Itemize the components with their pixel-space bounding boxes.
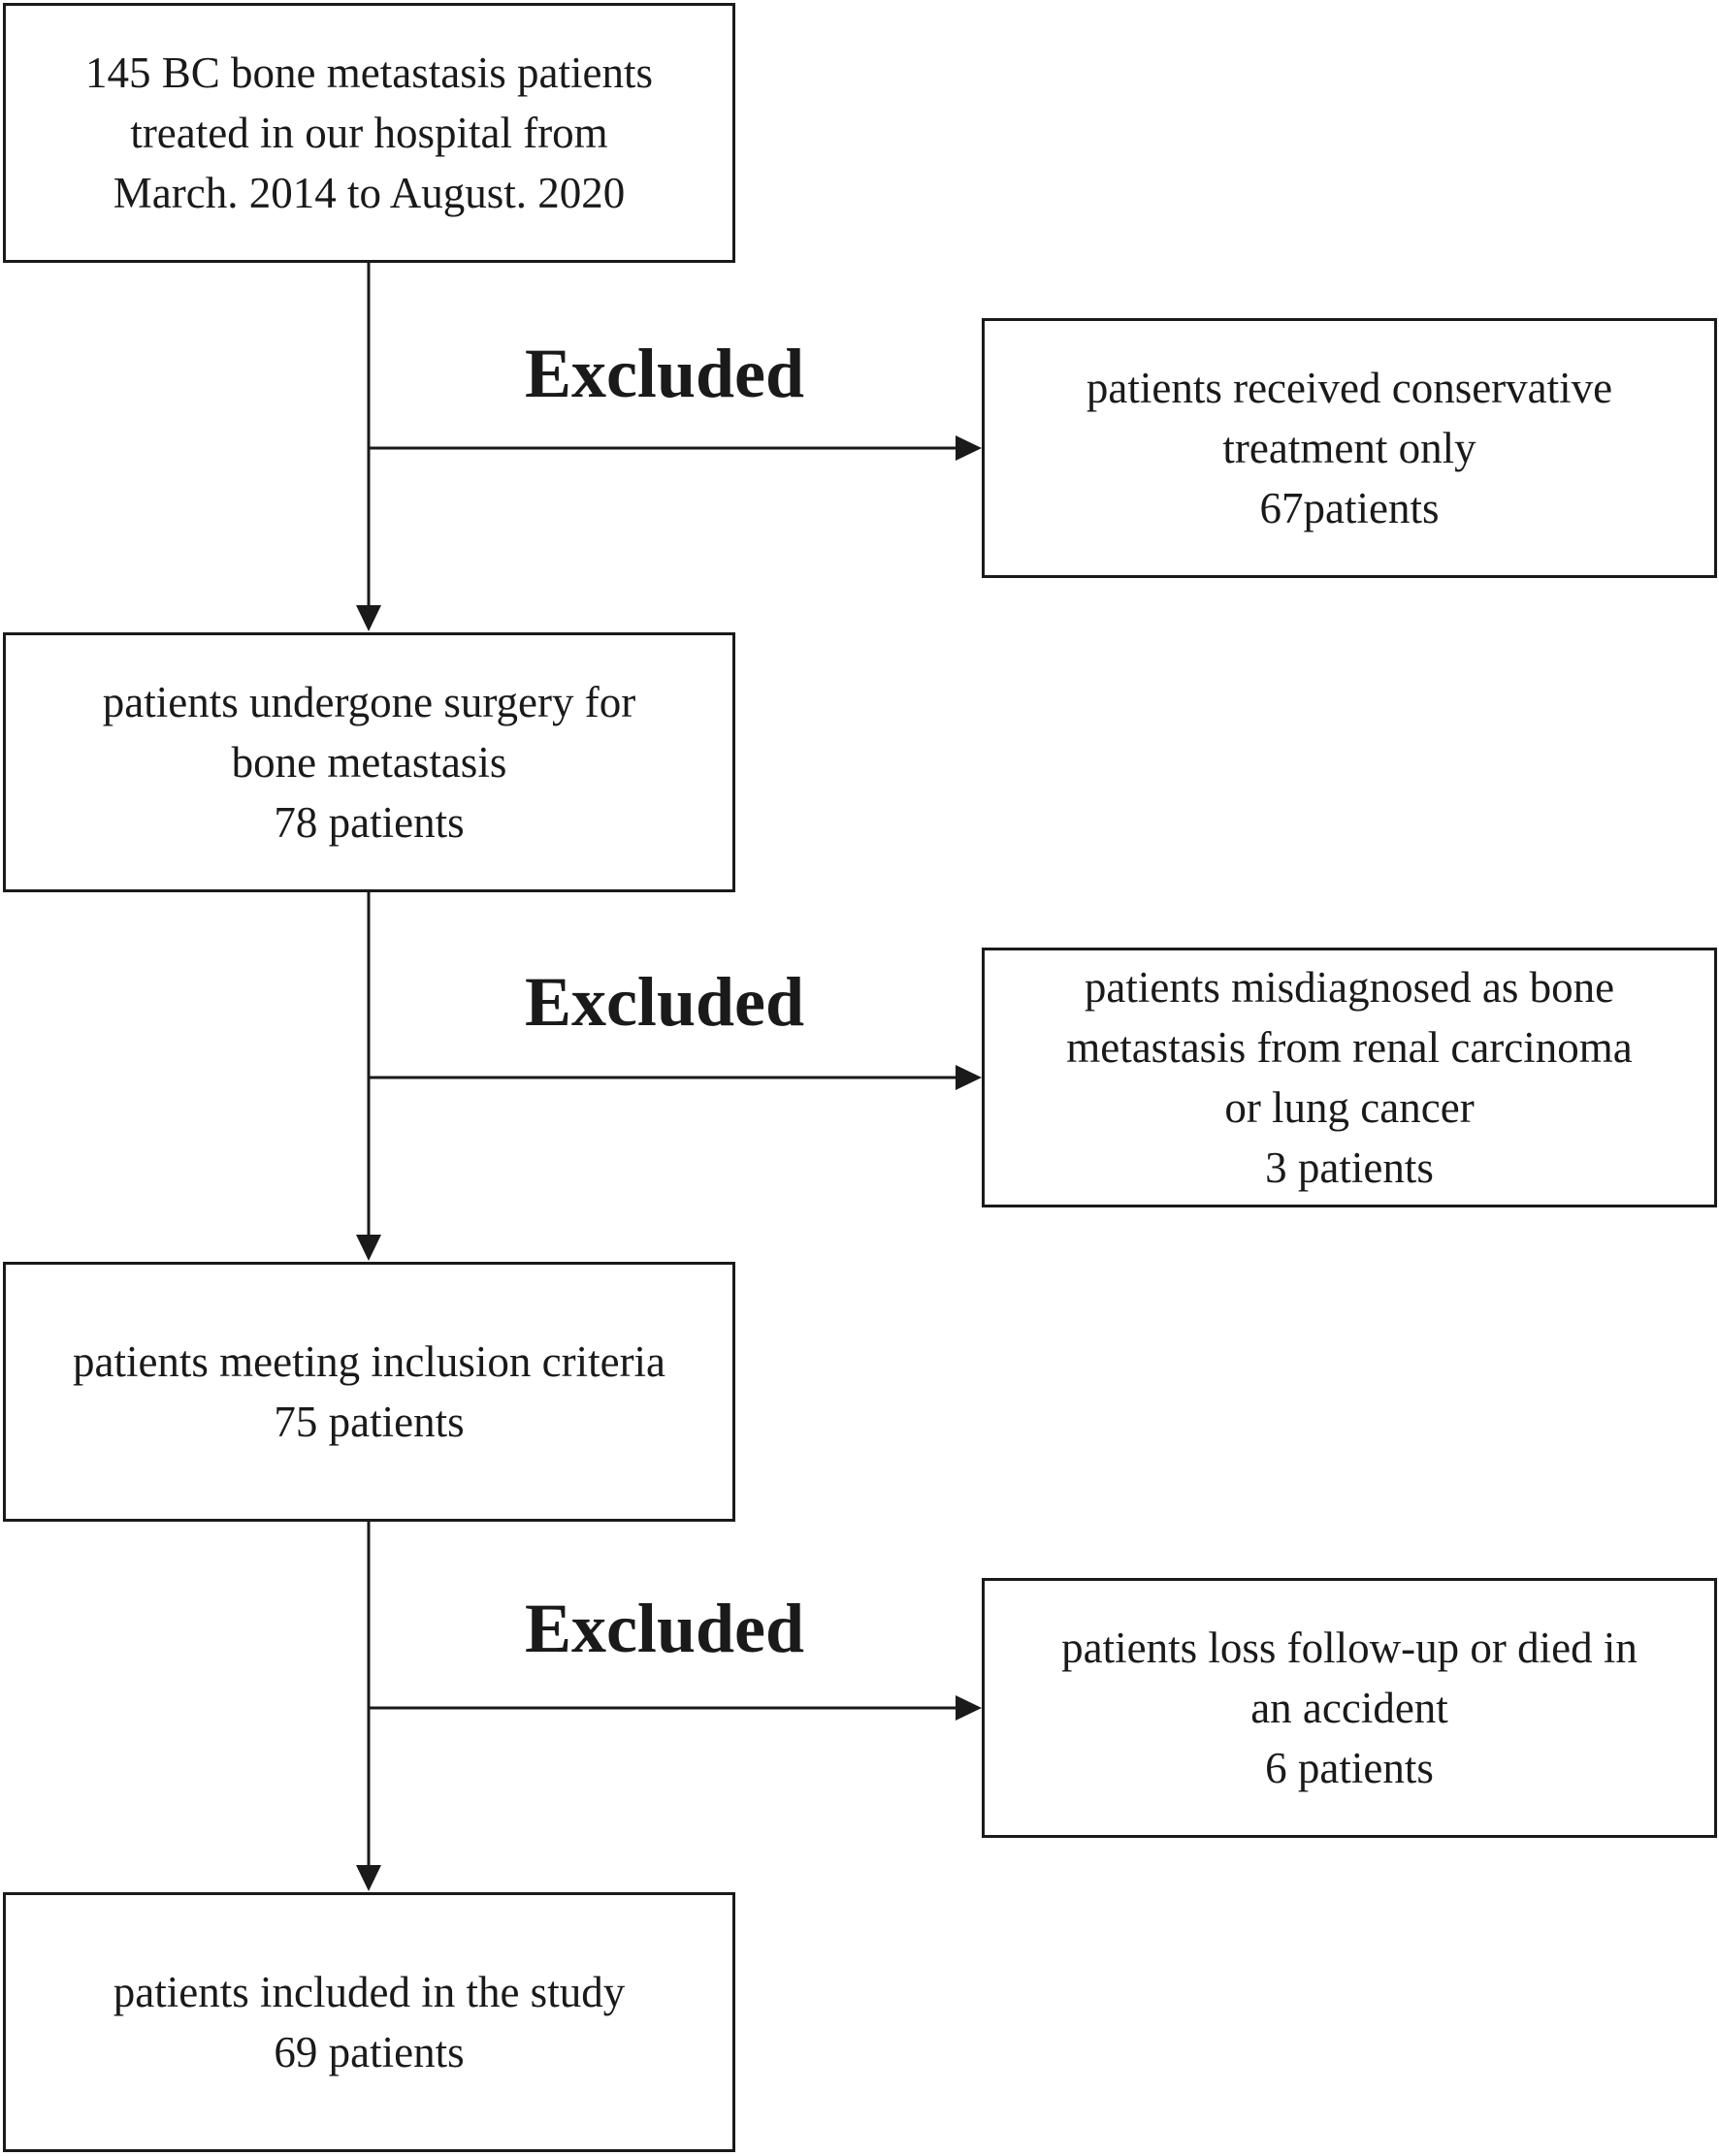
- exclusion-text-line: 3 patients: [1265, 1143, 1434, 1192]
- exclusion-box-conservative: patients received conservative treatment…: [982, 318, 1717, 578]
- step-text-line: patients included in the study: [113, 1968, 626, 2016]
- exclusion-text-line: 6 patients: [1265, 1744, 1434, 1792]
- step-box-inclusion-criteria: patients meeting inclusion criteria 75 p…: [3, 1262, 735, 1522]
- exclusion-text-line: 67patients: [1259, 484, 1440, 532]
- exclusion-text-line: an accident: [1250, 1684, 1448, 1732]
- exclusion-text-line: patients misdiagnosed as bone: [1084, 963, 1615, 1012]
- step-text-line: 145 BC bone metastasis patients: [85, 48, 653, 97]
- exclusion-text-line: patients loss follow-up or died in: [1061, 1624, 1638, 1672]
- step-text-line: patients undergone surgery for: [102, 678, 636, 726]
- excluded-label: Excluded: [524, 1590, 805, 1667]
- step-text-line: patients meeting inclusion criteria: [72, 1337, 666, 1386]
- step-text-line: 69 patients: [274, 2028, 465, 2076]
- arrowhead-right-2: [956, 1065, 982, 1090]
- step-text-line: bone metastasis: [231, 738, 507, 787]
- step-box-initial-cohort: 145 BC bone metastasis patients treated …: [3, 3, 735, 263]
- arrowhead-down-2: [356, 1235, 381, 1261]
- exclusion-text-line: metastasis from renal carcinoma: [1066, 1023, 1633, 1072]
- exclusion-text-line: or lung cancer: [1224, 1083, 1475, 1132]
- step-box-surgery: patients undergone surgery for bone meta…: [3, 632, 735, 892]
- exclusion-box-misdiagnosed: patients misdiagnosed as bone metastasis…: [982, 948, 1717, 1207]
- step-box-included-study: patients included in the study 69 patien…: [3, 1892, 735, 2152]
- step-text-line: 78 patients: [274, 798, 465, 847]
- step-text-line: treated in our hospital from: [130, 109, 608, 157]
- arrowhead-right-1: [956, 435, 982, 461]
- exclusion-box-loss-followup: patients loss follow-up or died in an ac…: [982, 1578, 1717, 1838]
- step-text-line: March. 2014 to August. 2020: [113, 169, 626, 217]
- arrowhead-down-1: [356, 605, 381, 631]
- excluded-label: Excluded: [524, 963, 805, 1041]
- arrowhead-right-3: [956, 1695, 982, 1721]
- arrowhead-down-3: [356, 1865, 381, 1891]
- exclusion-text-line: patients received conservative: [1086, 364, 1613, 412]
- step-text-line: 75 patients: [274, 1398, 465, 1446]
- excluded-label: Excluded: [524, 335, 805, 412]
- exclusion-text-line: treatment only: [1222, 424, 1476, 472]
